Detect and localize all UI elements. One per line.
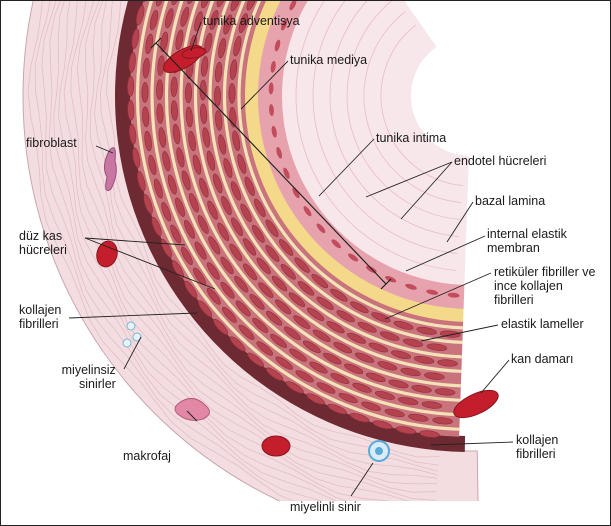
label-internal-elastik-membran: internal elastikmembran (487, 227, 567, 255)
label-kollajen-fibrilleri-right: kollajenfibrilleri (516, 433, 558, 461)
miyelinli-sinir-core (375, 447, 383, 455)
label-miyelinsiz-sinirler: miyelinsizsinirler (49, 363, 116, 391)
miyelinsiz-sinir (127, 322, 135, 330)
duz-kas-hucresi (156, 80, 163, 100)
label-tunika-adventisya: tunika adventisya (203, 14, 300, 28)
duz-kas-hucresi (185, 83, 192, 103)
duz-kas-hucresi (142, 82, 149, 102)
label-miyelinli-sinir: miyelinli sinir (290, 500, 361, 514)
duz-kas-hucresi (214, 86, 220, 106)
label-kollajen-fibrilleri-left: kollajenfibrilleri (19, 303, 61, 331)
kan-damari-kesiti (262, 436, 290, 456)
label-makrofaj: makrofaj (123, 449, 171, 463)
duz-kas-hucresi (229, 83, 236, 103)
label-kan-damari: kan damarı (511, 352, 574, 366)
label-tunika-mediya: tunika mediya (290, 53, 367, 67)
label-bazal-lamina: bazal lamina (475, 194, 545, 208)
miyelinsiz-sinir (123, 339, 131, 347)
label-fibroblast: fibroblast (26, 136, 77, 150)
label-elastik-lameller: elastik lameller (501, 317, 584, 331)
label-endotel-hucreleri: endotel hücreleri (454, 154, 546, 168)
label-tunika-intima: tunika intima (376, 131, 446, 145)
artery-layers (23, 1, 479, 526)
leader-line (481, 360, 509, 393)
